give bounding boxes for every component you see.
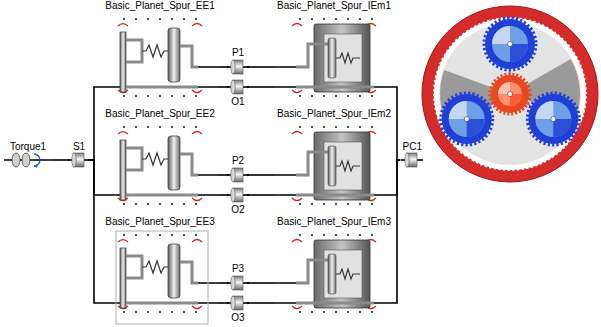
component-label: Basic_Planet_Spur_EE3	[105, 216, 215, 228]
torque-symbol	[4, 153, 54, 168]
shaft-connection	[247, 174, 274, 176]
component-block: Basic_Planet_Spur_EE1	[102, 0, 218, 100]
component-block: O1	[229, 80, 247, 108]
shaft-connection	[218, 302, 229, 304]
component-block: O3	[229, 296, 247, 324]
inertia-symbol	[227, 276, 249, 290]
sun-gear	[490, 74, 530, 114]
shaft-connection	[88, 160, 102, 303]
inertia-symbol	[401, 153, 423, 167]
shaft-connection	[247, 302, 274, 304]
component-block: Basic_Planet_Spur_IEm2	[274, 108, 394, 208]
shaft-connection	[247, 282, 274, 284]
inertia-symbol	[227, 60, 249, 74]
component-label: O3	[231, 312, 244, 324]
shaft-connection	[88, 160, 102, 195]
component-label: Basic_Planet_Spur_EE2	[105, 108, 215, 120]
component-label: Basic_Planet_Spur_IEm3	[277, 216, 391, 228]
component-label: S1	[73, 141, 85, 153]
inertia-symbol	[227, 80, 249, 94]
ring-mesh-symbol	[274, 234, 394, 313]
shaft-connection	[54, 159, 70, 161]
component-block: Basic_Planet_Spur_EE2	[102, 108, 218, 208]
component-label: PC1	[403, 141, 422, 153]
planet-stage-symbol	[102, 126, 218, 205]
component-block: Torque1	[2, 141, 54, 169]
component-block: PC1	[400, 141, 424, 169]
shaft-connection	[218, 174, 229, 176]
component-block: P2	[229, 155, 247, 183]
planet-stage-symbol	[102, 18, 218, 97]
planet-stage-symbol	[102, 234, 218, 313]
component-label: Basic_Planet_Spur_EE1	[105, 0, 215, 12]
inertia-symbol	[227, 296, 249, 310]
component-label: Torque1	[10, 141, 46, 153]
inertia-symbol	[227, 188, 249, 202]
component-block: S1	[70, 141, 88, 169]
ring-mesh-symbol	[274, 18, 394, 97]
inertia-symbol	[227, 168, 249, 182]
shaft-connection	[218, 66, 229, 68]
shaft-connection	[218, 282, 229, 284]
ring-gear	[422, 6, 598, 182]
shaft-connection	[394, 87, 400, 160]
inertia-symbol	[68, 153, 90, 167]
component-block: P1	[229, 47, 247, 75]
component-label: P2	[232, 155, 244, 167]
planetary-gear-picture	[422, 6, 598, 182]
component-label: Basic_Planet_Spur_IEm2	[277, 108, 391, 120]
component-label: P1	[232, 47, 244, 59]
component-block: Basic_Planet_Spur_IEm3	[274, 216, 394, 316]
planet-gear	[484, 18, 536, 70]
planet-gear	[527, 93, 579, 145]
component-label: O1	[231, 96, 244, 108]
component-label: P3	[232, 263, 244, 275]
ring-gear-teeth	[432, 16, 588, 172]
planet-gear	[441, 93, 493, 145]
component-block: P3	[229, 263, 247, 291]
shaft-connection	[88, 87, 102, 160]
component-block: Basic_Planet_Spur_IEm1	[274, 0, 394, 100]
component-block: Basic_Planet_Spur_EE3	[102, 216, 218, 316]
shaft-connection	[247, 66, 274, 68]
shaft-connection	[394, 160, 400, 303]
ring-mesh-symbol	[274, 126, 394, 205]
component-block: O2	[229, 188, 247, 216]
component-label: Basic_Planet_Spur_IEm1	[277, 0, 391, 12]
component-label: O2	[231, 204, 244, 216]
shaft-connection	[247, 194, 274, 196]
shaft-connection	[218, 86, 229, 88]
ring-gear-inner	[433, 17, 587, 171]
shaft-connection	[218, 194, 229, 196]
selection-box	[116, 231, 208, 324]
shaft-connection	[247, 86, 274, 88]
